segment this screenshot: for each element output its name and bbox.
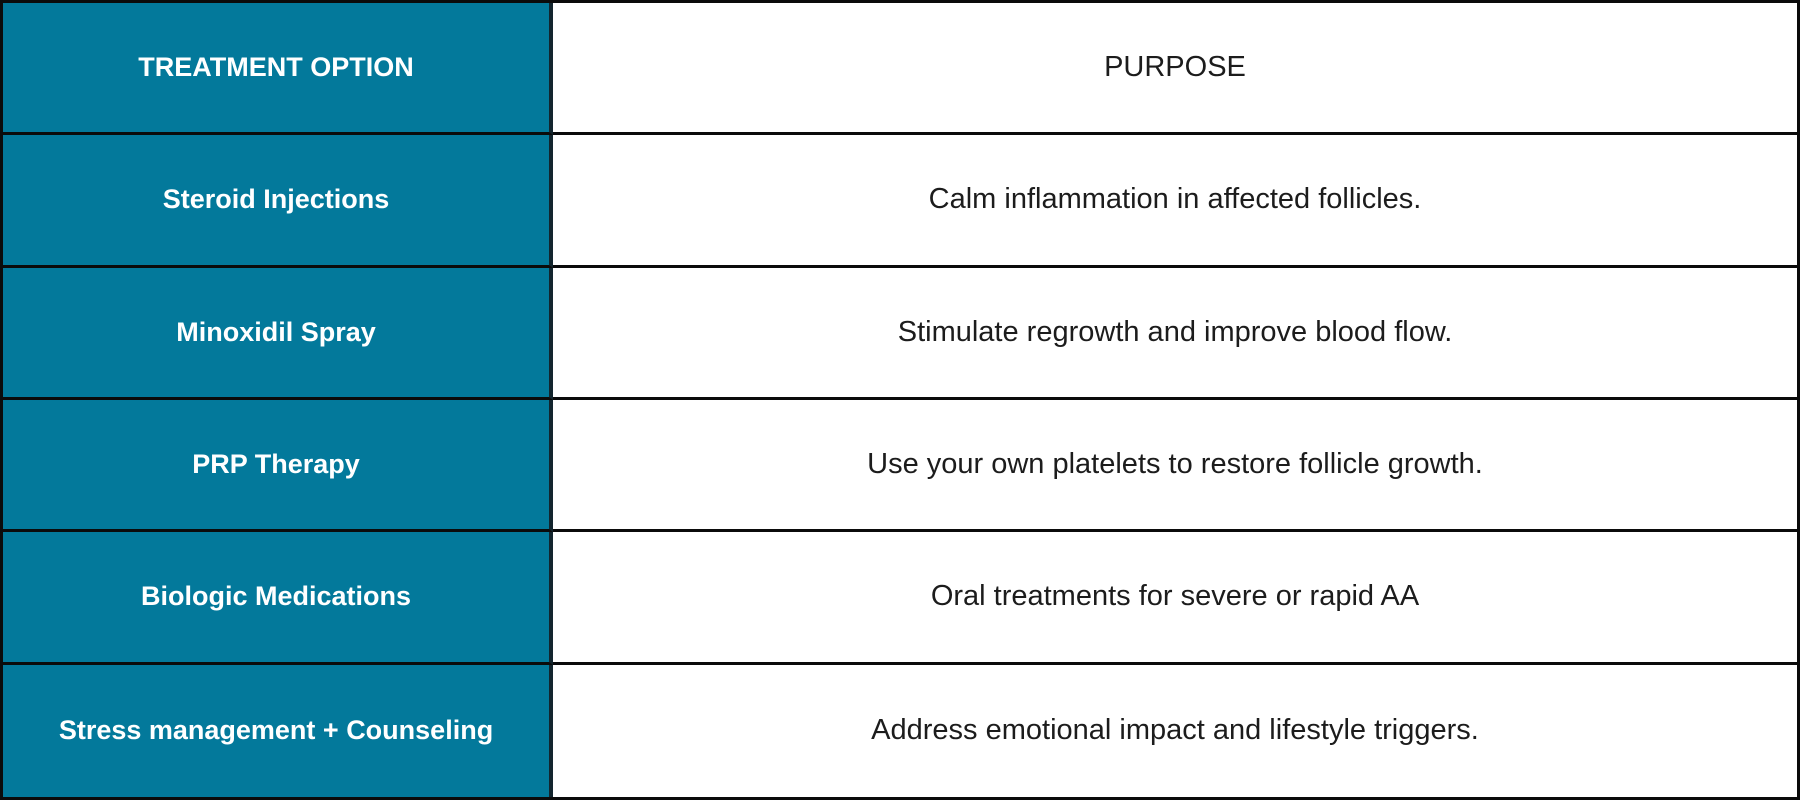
row-purpose-biologic-medications: Oral treatments for severe or rapid AA	[553, 532, 1797, 665]
row-option-prp-therapy: PRP Therapy	[3, 399, 553, 533]
row-purpose-prp-therapy: Use your own platelets to restore follic…	[553, 399, 1797, 533]
row-purpose-steroid-injections: Calm inflammation in affected follicles.	[553, 135, 1797, 268]
row-option-stress-management-counseling: Stress management + Counseling	[3, 664, 553, 797]
row-option-biologic-medications: Biologic Medications	[3, 532, 553, 665]
row-purpose-stress-management-counseling: Address emotional impact and lifestyle t…	[553, 664, 1797, 797]
row-purpose-minoxidil-spray: Stimulate regrowth and improve blood flo…	[553, 267, 1797, 400]
row-option-minoxidil-spray: Minoxidil Spray	[3, 267, 553, 400]
row-option-steroid-injections: Steroid Injections	[3, 135, 553, 268]
column-header-purpose: PURPOSE	[553, 3, 1797, 136]
column-header-treatment-option: TREATMENT OPTION	[3, 3, 553, 136]
